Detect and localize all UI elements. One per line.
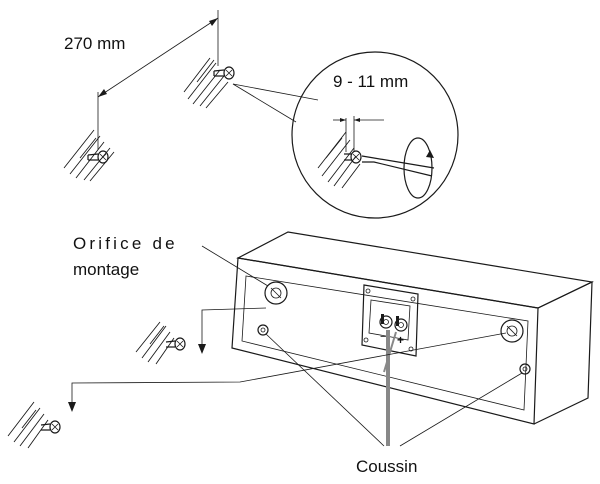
dimension-arrow-head	[98, 89, 107, 97]
magnified-detail-circle	[291, 51, 459, 219]
terminal-negative-mark: −	[380, 331, 386, 343]
screw-bottom-left	[40, 420, 61, 434]
dimension-arrow-head	[209, 18, 218, 26]
screw-top-left	[87, 150, 109, 164]
wall-hatch-top-right	[183, 57, 229, 109]
dimension-270mm	[97, 10, 219, 150]
mounting-hole-leader	[201, 245, 269, 287]
mount-arrow-right	[68, 332, 507, 412]
dimension-label-9-11mm: 9 - 11 mm	[333, 72, 408, 91]
wall-hatch-mid-left	[135, 321, 175, 365]
mounting-hole-label-line2: montage	[73, 260, 139, 279]
cushion-left	[257, 324, 269, 336]
cushion-leaders	[265, 333, 523, 447]
screw-mid-left	[165, 337, 186, 351]
mount-arrow-left	[198, 307, 267, 354]
cushion-label: Coussin	[356, 457, 417, 476]
mounting-hole-left	[264, 281, 288, 305]
mounting-hole-right	[500, 319, 524, 343]
terminal-plate	[361, 284, 419, 357]
cushion-right	[519, 363, 531, 375]
mounting-hole-label-line1: Orifice de	[73, 234, 178, 253]
wall-hatch-bottom-left	[7, 401, 49, 449]
magnifier-leaders	[232, 83, 319, 123]
terminal-positive-mark: +	[397, 333, 404, 347]
screw-top-right	[213, 66, 235, 80]
rotation-arrow-icon	[426, 150, 434, 158]
dimension-label-270mm: 270 mm	[64, 34, 125, 53]
speaker-cable	[383, 330, 397, 446]
speaker-cabinet	[231, 231, 594, 425]
